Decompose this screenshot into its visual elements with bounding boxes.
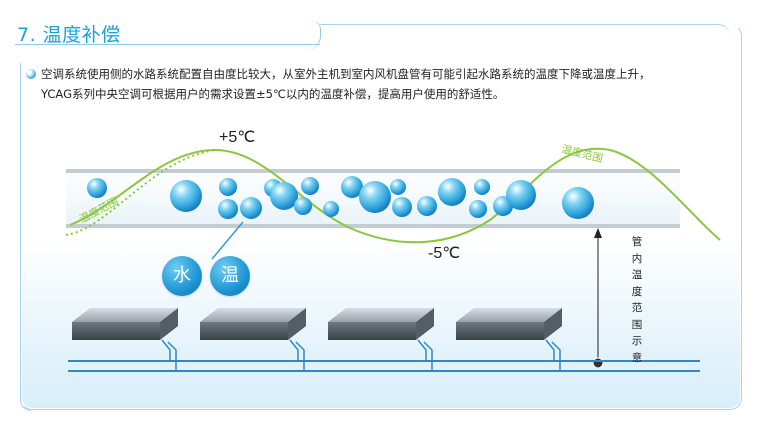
- pipe-bottom-wall: [66, 224, 680, 228]
- wave-label-right: 温度范围: [560, 142, 604, 165]
- indoor-unit-4: [456, 308, 562, 371]
- card-border: [20, 24, 742, 410]
- lower-limit-label: -5℃: [428, 245, 461, 262]
- temperature-wave: [69, 147, 721, 244]
- description-line-2: YCAG系列中央空调可根据用户的需求设置±5℃以内的温度补偿，提高用户使用的舒适…: [41, 87, 505, 101]
- water-badge: 水: [162, 256, 202, 296]
- pipe-top-wall: [66, 169, 680, 173]
- title-bracket: [306, 20, 321, 50]
- indoor-unit-1: [72, 308, 178, 371]
- description-line-1: 空调系统使用侧的水路系统配置自由度比较大，从室外主机到室内风机盘管有可能引起水路…: [41, 67, 651, 81]
- water-bubbles: [87, 176, 594, 219]
- card-border-top: [320, 24, 730, 37]
- range-arrow-icon: [594, 228, 602, 238]
- description-paragraph: 空调系统使用侧的水路系统配置自由度比较大，从室外主机到室内风机盘管有可能引起水路…: [41, 64, 731, 104]
- temperature-wave-dotted: [65, 149, 216, 236]
- temperature-badge: 温: [210, 256, 250, 296]
- badge-pointer-line: [211, 221, 244, 260]
- upper-limit-label: +5℃: [219, 129, 256, 146]
- bullet-icon: [26, 69, 36, 79]
- title-underline: [15, 44, 320, 45]
- vertical-range-label: 管内温度范围示意: [631, 236, 643, 364]
- section-title: 7. 温度补偿: [17, 24, 121, 46]
- indoor-unit-3: [328, 308, 434, 371]
- range-origin-dot: [592, 357, 604, 369]
- indoor-unit-2: [200, 308, 306, 371]
